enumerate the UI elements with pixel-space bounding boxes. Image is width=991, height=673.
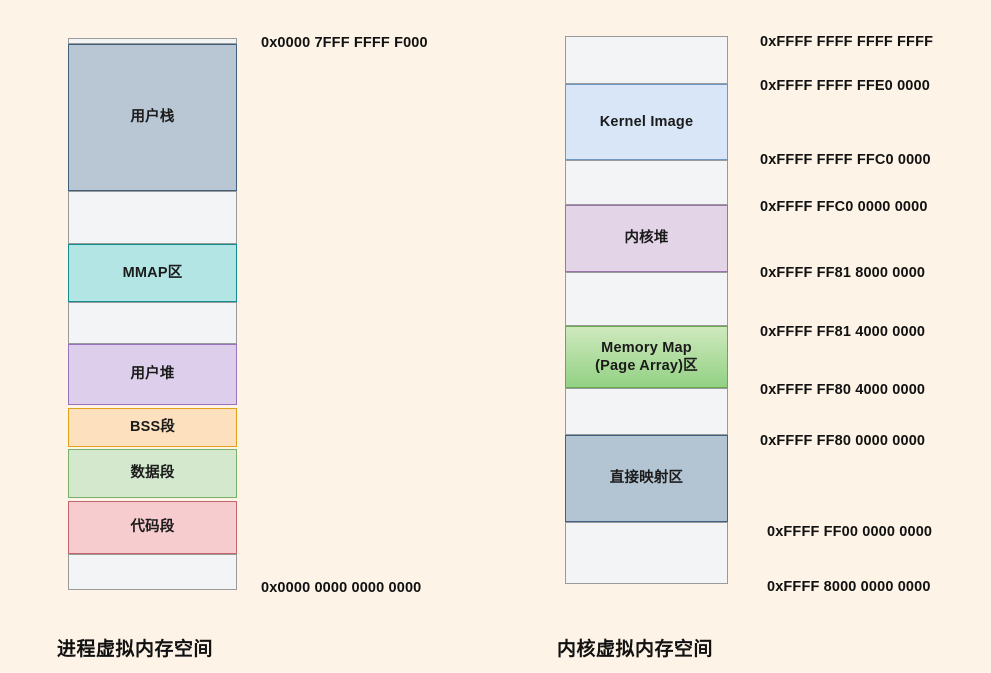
kernel-memory-column: Kernel Image 内核堆 Memory Map (Page Array)… [565,36,728,584]
address-label-kernel-6: 0xFFFF FF80 4000 0000 [760,382,926,398]
address-label-kernel-7: 0xFFFF FF80 0000 0000 [760,433,926,449]
address-label-process-bottom: 0x0000 0000 0000 0000 [261,580,422,596]
caption-process-memory: 进程虚拟内存空间 [57,639,214,660]
memory-block-gap [565,36,728,84]
memory-block-text[interactable]: 代码段 [68,501,237,554]
address-label-kernel-3: 0xFFFF FFC0 0000 0000 [760,199,928,215]
caption-kernel-memory: 内核虚拟内存空间 [557,639,714,660]
memory-block-user-stack[interactable]: 用户栈 [68,44,237,191]
memory-block-gap [565,388,728,435]
memory-block-direct-map[interactable]: 直接映射区 [565,435,728,522]
memory-block-bss[interactable]: BSS段 [68,408,237,447]
memory-block-gap [565,522,728,584]
address-label-kernel-5: 0xFFFF FF81 4000 0000 [760,324,926,340]
memory-block-kernel-image[interactable]: Kernel Image [565,84,728,160]
address-label-kernel-8: 0xFFFF FF00 0000 0000 [767,524,933,540]
address-label-kernel-2: 0xFFFF FFFF FFC0 0000 [760,152,931,168]
memory-block-memory-map[interactable]: Memory Map (Page Array)区 [565,326,728,388]
memory-block-gap [565,160,728,205]
memory-block-gap [68,38,237,44]
memory-block-user-heap[interactable]: 用户堆 [68,344,237,405]
memory-block-gap [68,554,237,590]
address-label-kernel-1: 0xFFFF FFFF FFE0 0000 [760,78,930,94]
address-label-process-top: 0x0000 7FFF FFFF F000 [261,35,428,51]
memory-block-data[interactable]: 数据段 [68,449,237,498]
memory-block-kernel-heap[interactable]: 内核堆 [565,205,728,272]
memory-block-gap [565,272,728,326]
address-label-kernel-0: 0xFFFF FFFF FFFF FFFF [760,34,934,50]
memory-block-gap [68,302,237,344]
process-memory-column: 用户栈 MMAP区 用户堆 BSS段 数据段 代码段 [68,38,237,590]
memory-block-mmap[interactable]: MMAP区 [68,244,237,302]
address-label-kernel-9: 0xFFFF 8000 0000 0000 [767,579,931,595]
address-label-kernel-4: 0xFFFF FF81 8000 0000 [760,265,926,281]
memory-block-gap [68,191,237,244]
